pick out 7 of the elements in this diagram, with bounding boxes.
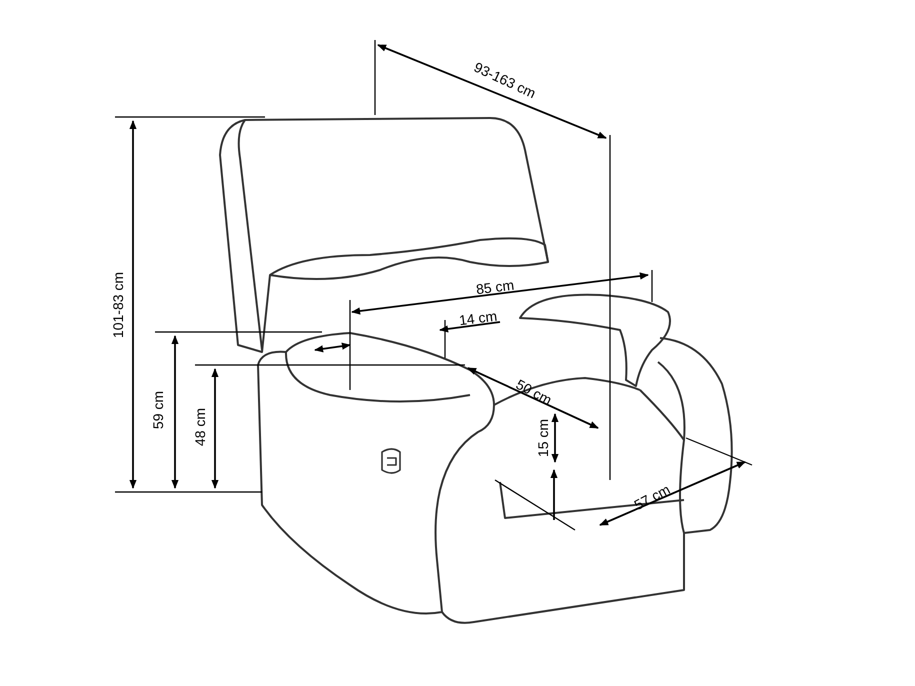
dimension-label: 48 cm xyxy=(192,408,208,446)
dimension-label: 50 cm xyxy=(513,376,555,408)
dimension-label: 15 cm xyxy=(535,418,551,458)
dimension-label: 14 cm xyxy=(458,308,498,328)
dimension-label: 101-83 cm xyxy=(110,272,126,338)
dimension-label: 59 cm xyxy=(150,390,166,430)
dimension-label: 85 cm xyxy=(475,276,515,298)
